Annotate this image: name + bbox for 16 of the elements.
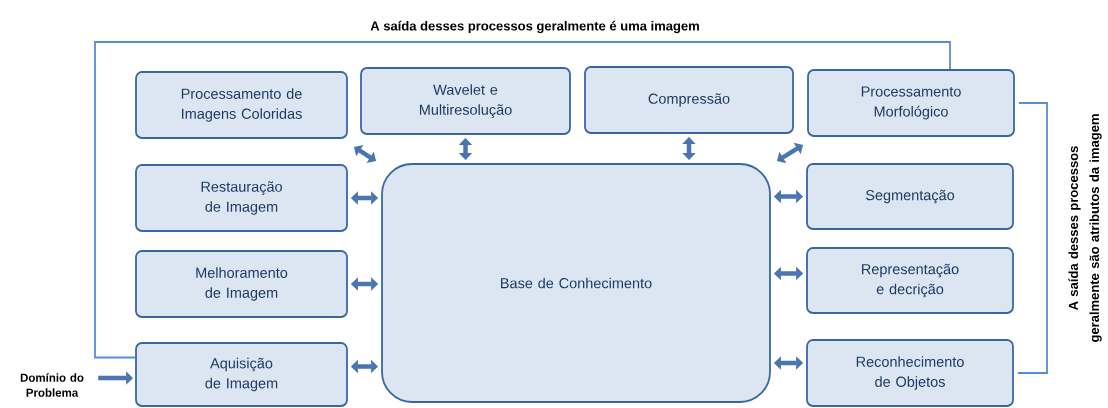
process-box: Processamento Morfológico xyxy=(807,69,1015,137)
process-box: Wavelet e Multiresolução xyxy=(360,67,571,135)
connector-line xyxy=(1017,102,1048,374)
process-box: Representação e decrição xyxy=(806,247,1014,314)
connector-line xyxy=(94,41,951,359)
process-box: Compressão xyxy=(584,66,794,134)
side-note: A saída desses processos geralmente são atributos da imagem xyxy=(1068,114,1102,342)
process-box: Melhoramento de Imagem xyxy=(135,250,348,318)
process-box: Aquisição de Imagem xyxy=(135,342,348,407)
knowledge-base-box: Base de Conhecimento xyxy=(381,163,771,403)
process-box: Segmentação xyxy=(806,163,1014,230)
process-box: Restauração de Imagem xyxy=(135,164,348,232)
process-box: Reconhecimento de Objetos xyxy=(806,339,1014,407)
input-label: Domínio do Problema xyxy=(20,373,84,397)
process-box: Processamento de Imagens Coloridas xyxy=(135,71,348,139)
top-note: A saída desses processos geralmente é uma imagem xyxy=(370,20,699,34)
